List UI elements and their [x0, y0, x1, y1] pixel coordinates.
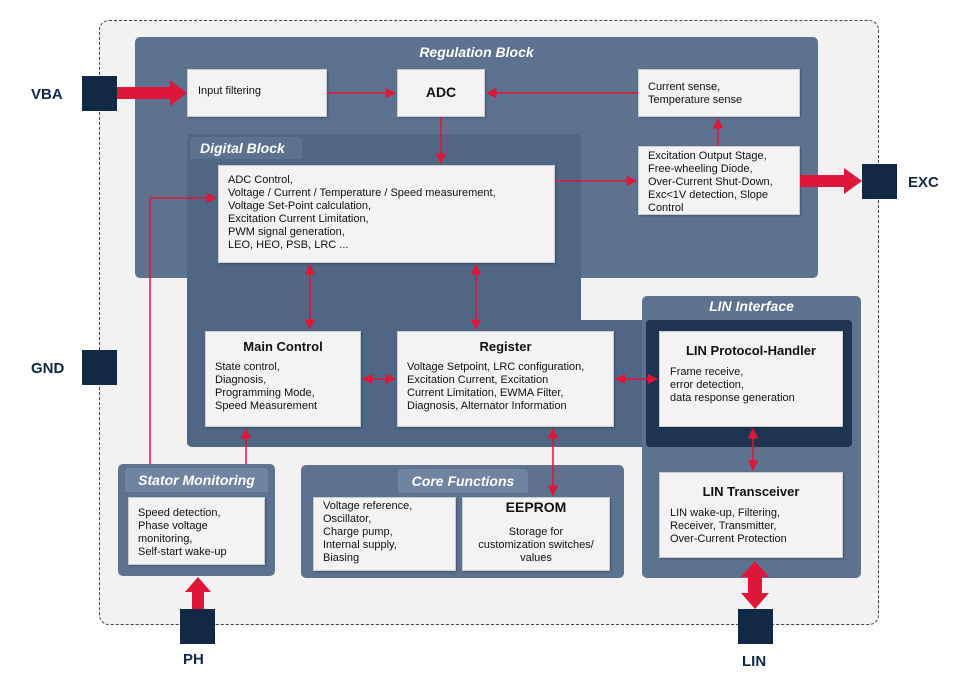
- exc-pin: [862, 164, 897, 199]
- main-control-label: State control, Diagnosis, Programming Mo…: [215, 361, 318, 412]
- eeprom-label: Storage for customization switches/ valu…: [478, 526, 594, 564]
- gnd-pin-label: GND: [31, 360, 65, 377]
- adc-control-box: ADC Control, Voltage / Current / Tempera…: [218, 165, 555, 263]
- adc-control-label: ADC Control, Voltage / Current / Tempera…: [228, 174, 496, 251]
- current-sense-label: Current sense, Temperature sense: [648, 81, 743, 106]
- arrow-stator-to-digital: [149, 192, 218, 464]
- current-sense-box: Current sense, Temperature sense: [638, 69, 800, 117]
- core-functions-box: Voltage reference, Oscillator, Charge pu…: [313, 497, 456, 571]
- adc-box: ADC: [397, 69, 485, 117]
- input-filtering-label: Input filtering: [198, 85, 261, 97]
- gnd-pin: [82, 350, 117, 385]
- adc-label: ADC: [425, 84, 457, 100]
- excitation-stage-label: Excitation Output Stage, Free-wheeling D…: [648, 150, 773, 214]
- lin-pin: [738, 609, 773, 644]
- main-control-title: Main Control: [243, 339, 323, 354]
- digital-block-title: Digital Block: [200, 140, 285, 156]
- lin-protocol-box: LIN Protocol-Handler Frame receive, erro…: [659, 331, 843, 427]
- lin-transceiver-label: LIN wake-up, Filtering, Receiver, Transm…: [670, 507, 787, 545]
- lin-transceiver-box: LIN Transceiver LIN wake-up, Filtering, …: [659, 472, 843, 558]
- arrow-ph-in: [185, 577, 211, 609]
- core-functions-tab: [398, 469, 528, 493]
- register-title: Register: [479, 339, 532, 354]
- stator-monitoring-box: Speed detection, Phase voltage monitorin…: [128, 497, 265, 565]
- core-functions-label: Voltage reference, Oscillator, Charge pu…: [323, 500, 413, 564]
- stator-monitoring-label: Speed detection, Phase voltage monitorin…: [138, 507, 227, 558]
- register-box: Register Voltage Setpoint, LRC configura…: [397, 331, 614, 427]
- regulation-block-title: Regulation Block: [419, 44, 534, 60]
- lin-protocol-label: Frame receive, error detection, data res…: [670, 366, 795, 404]
- eeprom-box: EEPROM Storage for customization switche…: [462, 497, 610, 571]
- core-functions-title: Core Functions: [411, 473, 515, 489]
- vba-pin-label: VBA: [31, 86, 63, 103]
- eeprom-title: EEPROM: [505, 499, 567, 515]
- ph-pin-label: PH: [183, 651, 204, 668]
- arrow-vba-in: [117, 80, 187, 106]
- arrow-exc-out: [800, 168, 862, 194]
- vba-pin: [82, 76, 117, 111]
- lin-protocol-title: LIN Protocol-Handler: [685, 343, 816, 358]
- arrow-lin-bidir: [741, 561, 769, 609]
- register-label: Voltage Setpoint, LRC configuration, Exc…: [407, 361, 585, 412]
- lin-transceiver-title: LIN Transceiver: [702, 484, 800, 499]
- digital-block-tab: [190, 137, 302, 159]
- lin-interface-title: LIN Interface: [709, 298, 794, 314]
- main-control-box: Main Control State control, Diagnosis, P…: [205, 331, 361, 427]
- input-filtering-box: Input filtering: [187, 69, 327, 117]
- stator-monitoring-title: Stator Monitoring: [138, 472, 255, 488]
- excitation-stage-box: Excitation Output Stage, Free-wheeling D…: [638, 146, 800, 215]
- stator-monitoring-tab: [125, 468, 268, 492]
- lin-pin-label: LIN: [742, 653, 767, 670]
- ph-pin: [180, 609, 215, 644]
- exc-pin-label: EXC: [908, 174, 939, 191]
